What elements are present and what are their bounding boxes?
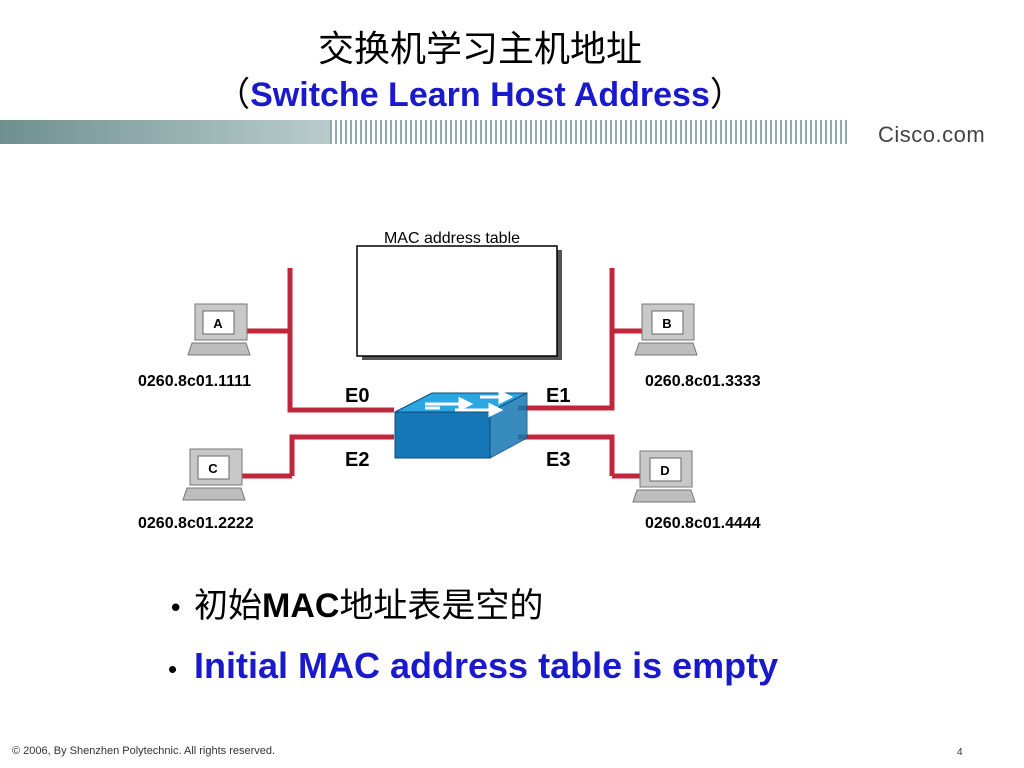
bullet-item-chinese: • 初始MAC地址表是空的 <box>168 580 968 632</box>
bullet-text-post: 地址表是空的 <box>339 586 544 626</box>
cable-host-b <box>518 268 615 411</box>
cable-host-c <box>289 434 394 476</box>
cisco-logo: Cisco.com <box>878 122 986 147</box>
brand-bar: Cisco.com <box>0 120 1024 147</box>
host-a-mac: 0260.8c01.1111 <box>138 373 251 390</box>
slide-title-english: （Switche Learn Host Address） <box>0 74 960 116</box>
host-b-label: B <box>662 316 671 331</box>
mac-address-table <box>356 245 558 357</box>
brand-bar-gradient <box>0 120 330 144</box>
host-d-computer-icon: D <box>632 450 696 503</box>
title-paren-close: ） <box>709 76 744 114</box>
host-a-computer-icon: A <box>187 303 251 356</box>
bullet-list: • 初始MAC地址表是空的 • Initial MAC address tabl… <box>168 580 968 694</box>
footer-copyright: © 2006, By Shenzhen Polytechnic. All rig… <box>12 745 276 757</box>
bullet-text-pre: 初始 <box>194 586 262 626</box>
host-b-mac: 0260.8c01.3333 <box>645 373 761 390</box>
brand-bar-stripes <box>330 120 850 144</box>
cable-host-d <box>518 434 615 476</box>
switch-arrows-icon <box>425 389 514 418</box>
slide-title-chinese: 交换机学习主机地址 <box>317 29 642 70</box>
switch <box>394 389 528 459</box>
host-b-computer-icon: B <box>634 303 698 356</box>
bullet-text-mac: MAC <box>262 587 340 625</box>
port-label-e3: E3 <box>546 449 570 471</box>
bullet-dot: • <box>168 594 184 624</box>
port-label-e1: E1 <box>546 385 570 407</box>
page-number: 4 <box>957 747 963 758</box>
switch-front <box>394 411 491 459</box>
bullet-dot: • <box>168 654 178 684</box>
host-d-label: D <box>660 463 669 478</box>
host-c-mac: 0260.8c01.2222 <box>138 515 254 532</box>
port-label-e2: E2 <box>345 449 369 471</box>
host-d-mac: 0260.8c01.4444 <box>645 515 761 532</box>
bullet-text-chinese: 初始MAC地址表是空的 <box>194 580 543 632</box>
title-paren-open: （ <box>216 76 251 114</box>
bullet-text-english: Initial MAC address table is empty <box>194 645 779 686</box>
host-a-label: A <box>213 316 223 331</box>
mac-table-label: MAC address table <box>384 230 520 247</box>
cable-host-a <box>287 268 394 413</box>
port-label-e0: E0 <box>345 385 369 407</box>
host-c-computer-icon: C <box>182 448 246 501</box>
title-english-text: Switche Learn Host Address <box>250 76 710 114</box>
host-c-label: C <box>208 461 218 476</box>
bullet-item-english: • Initial MAC address table is empty <box>168 638 968 694</box>
